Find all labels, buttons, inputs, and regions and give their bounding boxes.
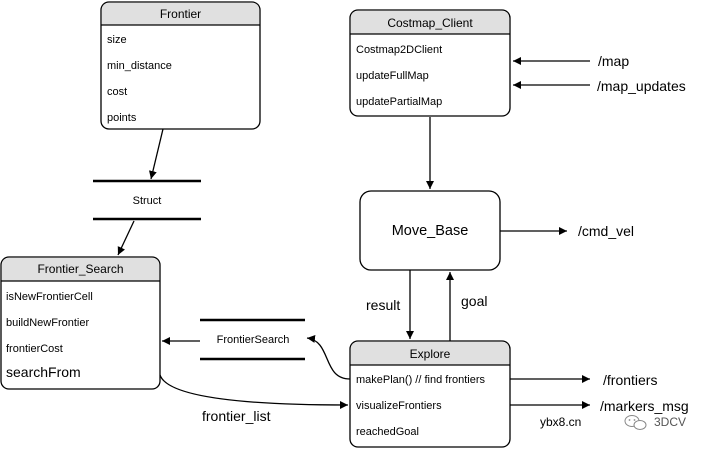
- frontier-box: Frontier size min_distance cost points: [100, 1, 261, 130]
- frontiersearch-datastore: FrontierSearch: [200, 318, 305, 361]
- move-base-box: Move_Base: [359, 190, 501, 271]
- frontier-search-field-cost: frontierCost: [6, 343, 63, 355]
- costmap-field-updatepartialmap: updatePartialMap: [356, 96, 442, 108]
- edge-label-result: result: [366, 297, 400, 313]
- frontiersearch-label: FrontierSearch: [217, 334, 290, 346]
- edge-label-goal: goal: [461, 293, 487, 309]
- frontier-field-points: points: [107, 112, 137, 124]
- frontier-search-title: Frontier_Search: [37, 262, 123, 276]
- topic-cmd-vel: /cmd_vel: [578, 223, 634, 239]
- costmap-field-costmap2dclient: Costmap2DClient: [356, 44, 442, 56]
- frontier-search-field-searchfrom: searchFrom: [6, 364, 81, 380]
- costmap-client-title: Costmap_Client: [387, 16, 473, 30]
- explore-title: Explore: [410, 347, 451, 361]
- explore-field-makeplan: makePlan() // find frontiers: [356, 374, 485, 386]
- struct-label: Struct: [133, 195, 162, 207]
- topic-map-updates: /map_updates: [597, 78, 686, 94]
- arrow-makeplan-to-frontiersearch: [306, 334, 351, 380]
- explore-box: Explore makePlan() // find frontiers vis…: [349, 340, 511, 448]
- watermark-site: ybx8.cn: [540, 415, 581, 429]
- edge-label-frontier-list: frontier_list: [202, 408, 271, 424]
- frontier-field-cost: cost: [107, 86, 127, 98]
- frontier-search-field-build: buildNewFrontier: [6, 317, 89, 329]
- frontier-search-box: Frontier_Search isNewFrontierCell buildN…: [0, 256, 161, 390]
- topic-map: /map: [598, 53, 629, 69]
- watermark: ybx8.cn 3DCV: [536, 412, 686, 430]
- explore-field-reachedgoal: reachedGoal: [356, 426, 419, 438]
- costmap-client-box: Costmap_Client Costmap2DClient updateFul…: [349, 9, 511, 117]
- costmap-field-updatefullmap: updateFullMap: [356, 70, 429, 82]
- move-base-title: Move_Base: [392, 223, 469, 239]
- frontier-field-size: size: [107, 34, 127, 46]
- struct-datastore: Struct: [93, 179, 201, 221]
- wechat-icon: [624, 415, 647, 430]
- arrow-frontier-list: [159, 374, 349, 409]
- frontier-search-field-isnew: isNewFrontierCell: [6, 291, 93, 303]
- watermark-brand: 3DCV: [654, 415, 686, 429]
- arrow-frontier-to-struct: [148, 128, 164, 180]
- frontier-title: Frontier: [160, 7, 201, 21]
- frontier-field-min-distance: min_distance: [107, 60, 172, 72]
- arrow-struct-to-frontier-search: [117, 220, 135, 256]
- topic-frontiers: /frontiers: [603, 372, 657, 388]
- explore-field-visualizefrontiers: visualizeFrontiers: [356, 400, 442, 412]
- topic-markers-msg: /markers_msg: [600, 398, 689, 414]
